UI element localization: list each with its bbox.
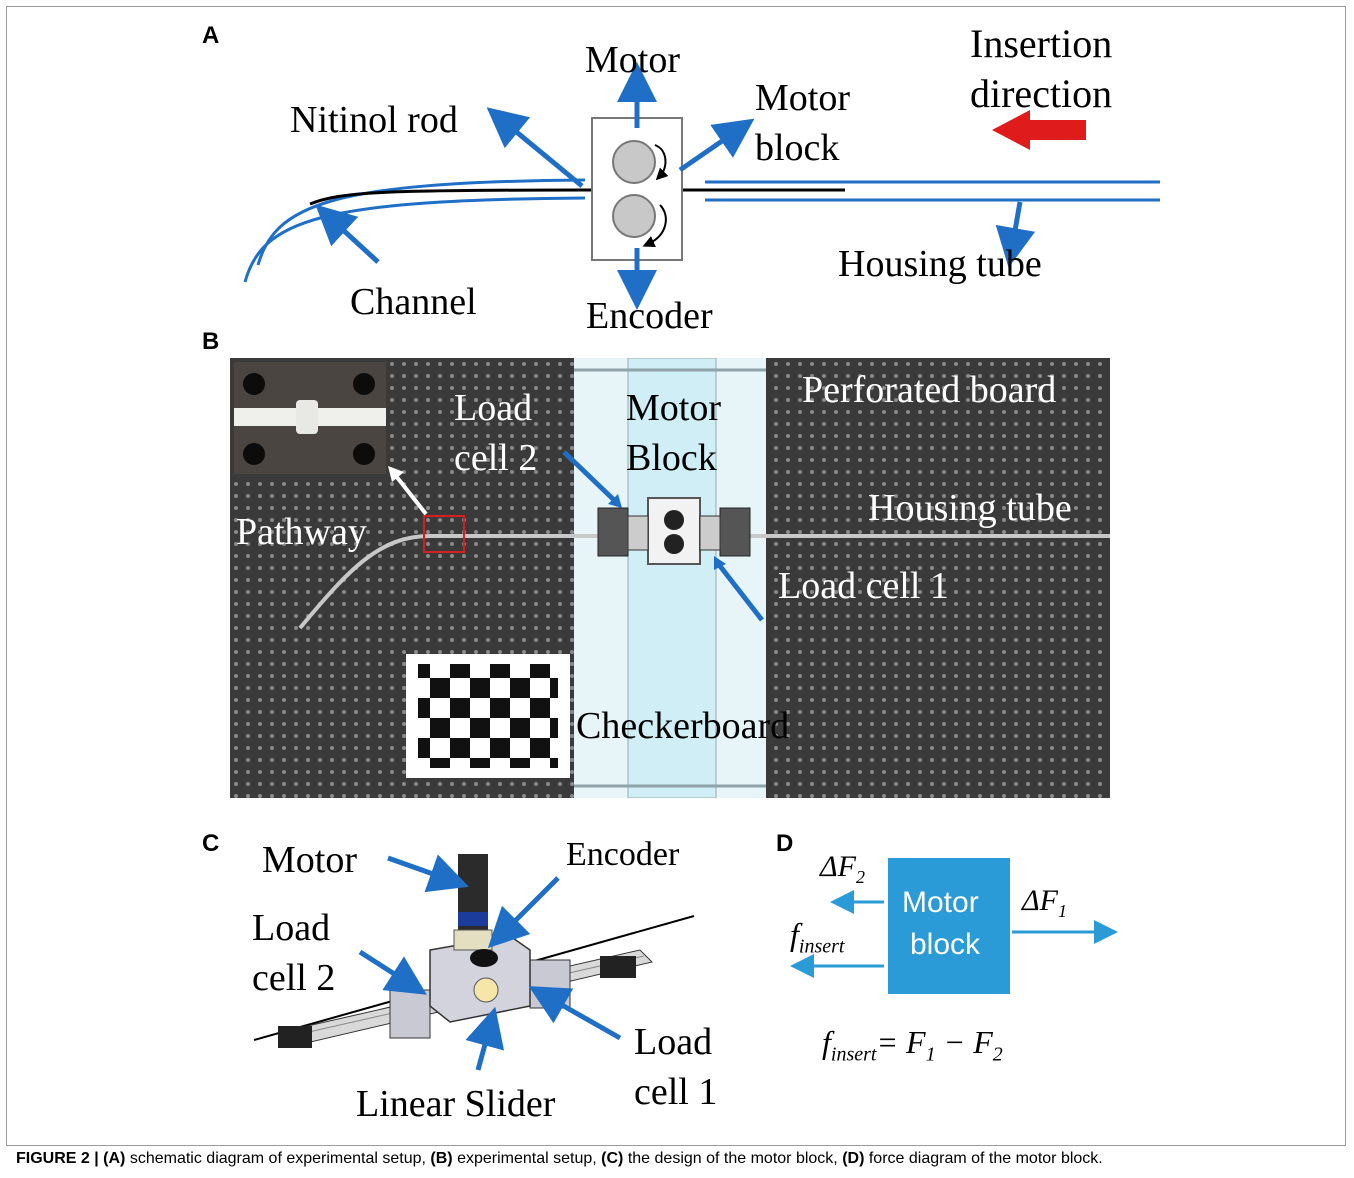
caption-part-d: (D): [842, 1150, 865, 1167]
equation-lhs: f: [822, 1024, 831, 1060]
label-a-encoder: Encoder: [586, 295, 713, 337]
label-d-box-2: block: [910, 928, 981, 961]
equation-minus: − F: [935, 1024, 993, 1060]
motor-roller-top: [612, 140, 656, 184]
delta-f2-text: ΔF: [820, 850, 856, 883]
label-b-motor-block-1: Motor: [626, 387, 721, 429]
load-cell-2-block: [597, 507, 629, 557]
equation-rhs: = F: [876, 1024, 926, 1060]
panel-a-letter: A: [202, 22, 220, 49]
caption-text-d: force diagram of the motor block.: [864, 1150, 1103, 1167]
motor-block-force-box: [888, 858, 1010, 994]
panel-a-schematic: [243, 62, 1160, 310]
pathway-tube: [298, 534, 1110, 630]
encoder-cap: [470, 949, 498, 967]
label-b-housing-tube: Housing tube: [868, 487, 1072, 529]
label-a-insertion-2: direction: [970, 71, 1113, 116]
label-a-housing-tube: Housing tube: [838, 243, 1042, 285]
caption-part-a: (A): [103, 1150, 126, 1167]
delta-f1-text: ΔF: [1022, 884, 1058, 917]
figure-frame: [6, 6, 1346, 1146]
label-c-load-cell-2-2: cell 2: [252, 957, 336, 999]
panel-c-letter: C: [202, 830, 220, 857]
label-c-linear-slider: Linear Slider: [356, 1083, 556, 1125]
perforated-board-right: [766, 358, 1110, 798]
inset-highlight-box: [423, 515, 465, 553]
housing-tube-pointer-arrow: [995, 201, 1036, 268]
label-a-motor: Motor: [585, 39, 680, 81]
label-a-motor-block-1: Motor: [755, 77, 850, 119]
caption-part-b: (B): [430, 1150, 453, 1167]
rotation-arrow-bottom: [642, 204, 667, 248]
slider-rail: [627, 358, 717, 798]
label-c-encoder: Encoder: [566, 836, 680, 873]
insertion-direction-arrow: [992, 110, 1086, 150]
label-d-delta-f2: ΔF2: [820, 850, 865, 888]
panel-d-letter: D: [776, 830, 794, 857]
f-insert-sub: insert: [798, 935, 845, 958]
label-a-motor-block-2: block: [755, 127, 840, 169]
caption-text-c: the design of the motor block,: [623, 1150, 843, 1167]
panel-c-cad: [253, 854, 695, 1071]
channel-lower-wall: [243, 196, 586, 283]
caption-figure-label: FIGURE 2 |: [16, 1150, 99, 1167]
rotation-arrow-top: [654, 144, 669, 181]
label-c-load-cell-1-2: cell 1: [634, 1071, 718, 1113]
equation-rhs-sub2: 2: [992, 1043, 1003, 1066]
nitinol-pointer-arrow: [486, 107, 584, 188]
label-b-pathway: Pathway: [236, 511, 367, 553]
load-cell-1-block: [719, 507, 751, 557]
channel-pointer-arrow: [315, 204, 380, 264]
label-b-load-cell-2-1: Load: [454, 387, 533, 429]
label-c-motor: Motor: [262, 839, 357, 881]
label-a-nitinol-rod: Nitinol rod: [290, 99, 458, 141]
motor-block-assembly: [647, 497, 701, 565]
label-b-load-cell-2-2: cell 2: [454, 437, 538, 479]
label-d-equation: finsert= F1 − F2: [822, 1024, 1003, 1066]
caption-part-c: (C): [601, 1150, 624, 1167]
caption-text-a: schematic diagram of experimental setup,: [125, 1150, 431, 1167]
equation-lhs-sub: insert: [830, 1043, 877, 1066]
load-cell-2-bracket: [389, 989, 431, 1039]
label-a-channel: Channel: [350, 281, 477, 323]
label-c-load-cell-1-1: Load: [634, 1021, 713, 1063]
panel-d-force-diagram: [790, 858, 1118, 994]
equation-rhs-sub1: 1: [925, 1043, 936, 1066]
motor-block-pointer-arrow: [678, 118, 755, 173]
f-insert-text: f: [790, 916, 799, 952]
figure-caption: FIGURE 2 | (A) schematic diagram of expe…: [16, 1150, 1346, 1168]
delta-f2-sub: 2: [855, 867, 865, 887]
label-d-delta-f1: ΔF1: [1022, 884, 1067, 922]
motor-roller-bottom: [612, 194, 656, 238]
caption-text-b: experimental setup,: [452, 1150, 602, 1167]
label-b-motor-block-2: Block: [626, 437, 717, 479]
label-b-checkerboard: Checkerboard: [576, 705, 790, 747]
motor-block-box: [591, 117, 683, 261]
label-b-load-cell-1: Load cell 1: [778, 565, 949, 607]
label-a-insertion-1: Insertion: [970, 21, 1113, 66]
label-d-f-insert: finsert: [790, 916, 844, 958]
label-d-box-1: Motor: [902, 886, 979, 919]
nitinol-rod: [309, 188, 845, 206]
label-c-load-cell-2-1: Load: [252, 907, 331, 949]
panel-b-letter: B: [202, 328, 220, 355]
label-b-perforated-board: Perforated board: [802, 369, 1057, 411]
delta-f1-sub: 1: [1057, 901, 1067, 921]
panel-b-photo: [230, 358, 1110, 798]
